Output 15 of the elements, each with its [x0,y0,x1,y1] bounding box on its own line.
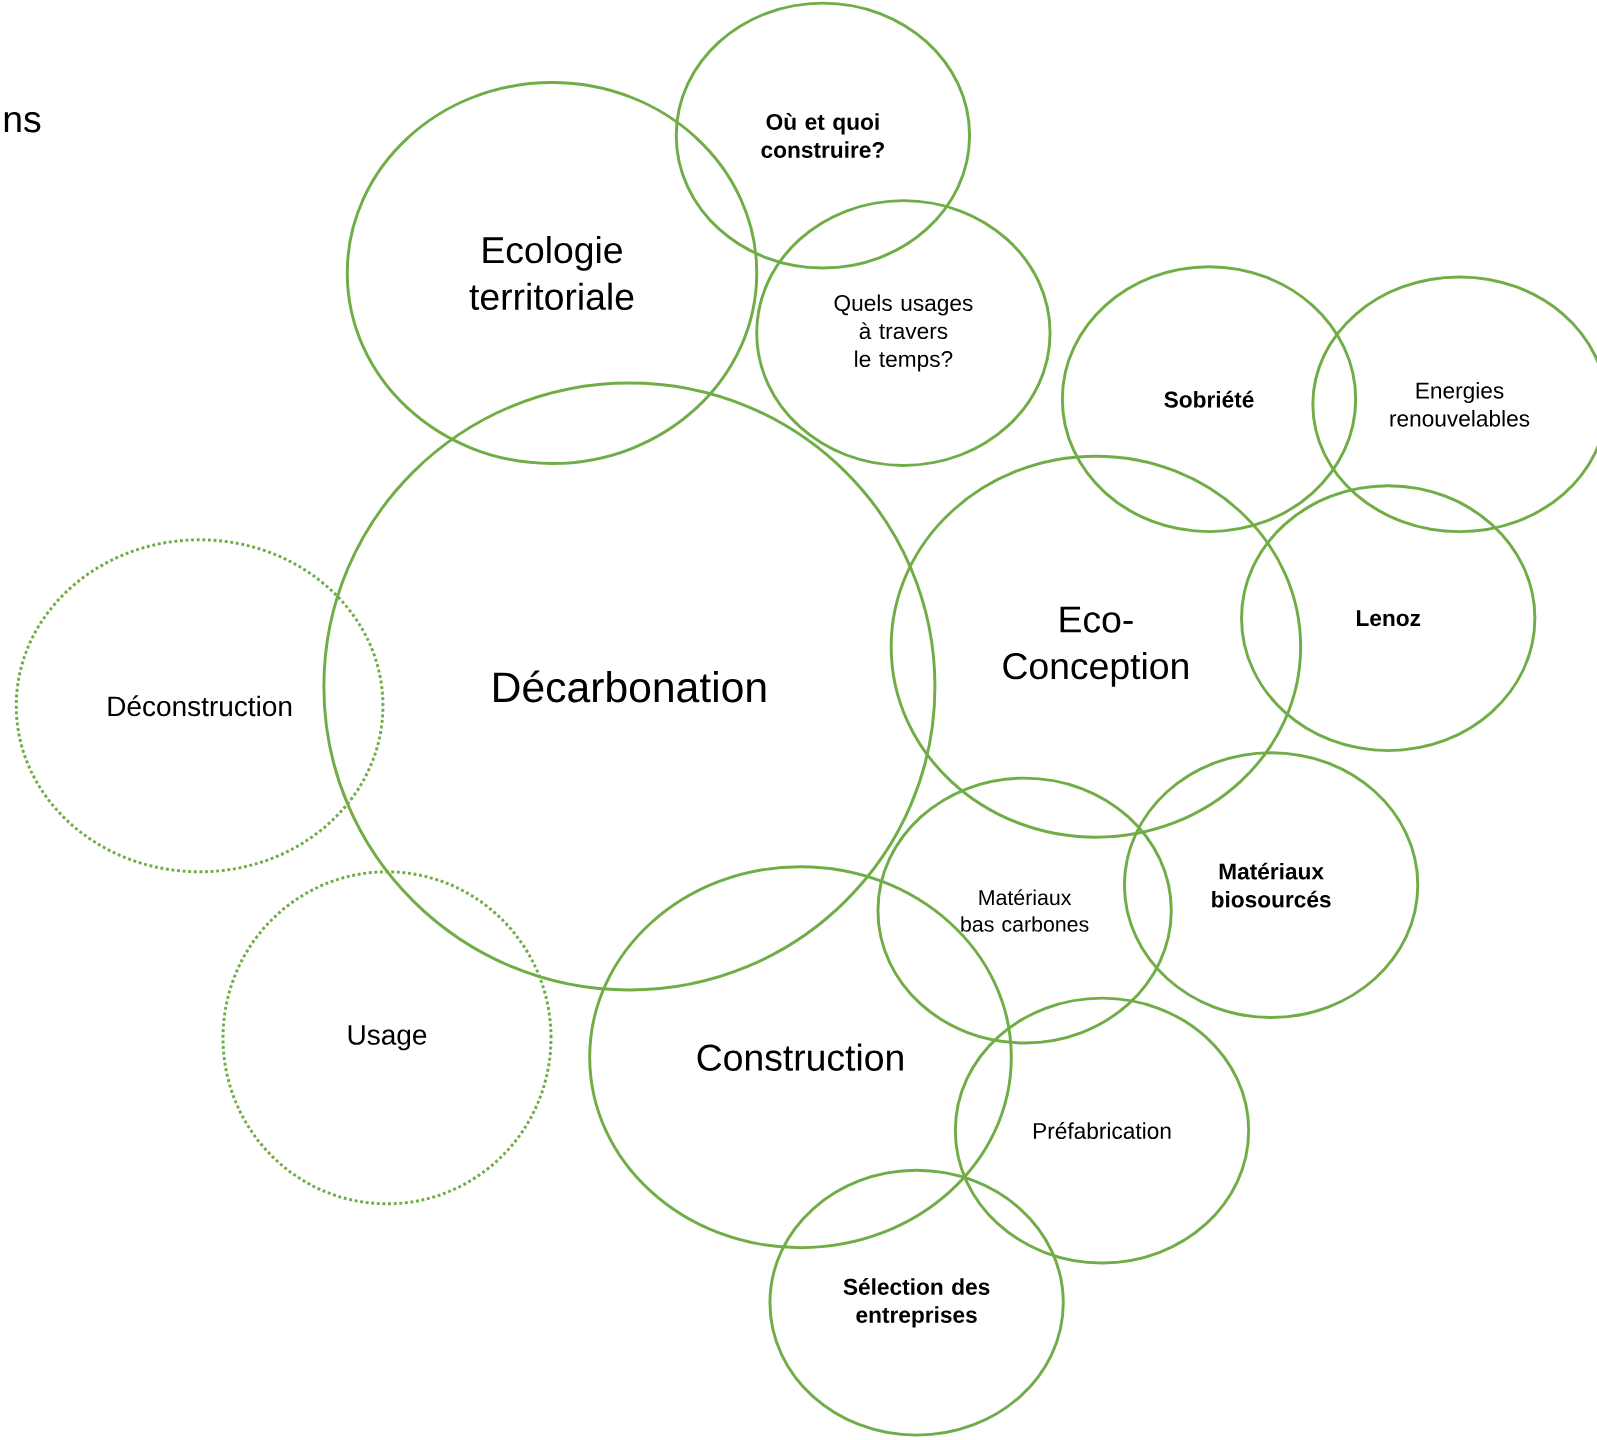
bubble: Matériaux biosourcés [1122,751,1420,1019]
bubble: Ecologie territoriale [345,81,759,465]
bubble: Eco-Conception [889,454,1303,839]
bubble: Quels usages à travers le temps? [755,199,1052,467]
bubble: Lenoz [1240,484,1537,753]
bubble: Sélection des entreprises [768,1168,1065,1437]
bubble: Décarbonation [322,381,937,992]
bubble: Sobriété [1060,265,1358,534]
bubble: Energies renouvelables [1311,275,1597,534]
bubble: Usage [221,870,553,1206]
bubble: Matériaux bas carbones [876,776,1173,1045]
bubble: Préfabrication [953,996,1251,1265]
bubble: Déconstruction [14,538,385,874]
heading-fragment: ns [4,112,41,133]
bubble: Où et quoi construire? [674,1,972,270]
